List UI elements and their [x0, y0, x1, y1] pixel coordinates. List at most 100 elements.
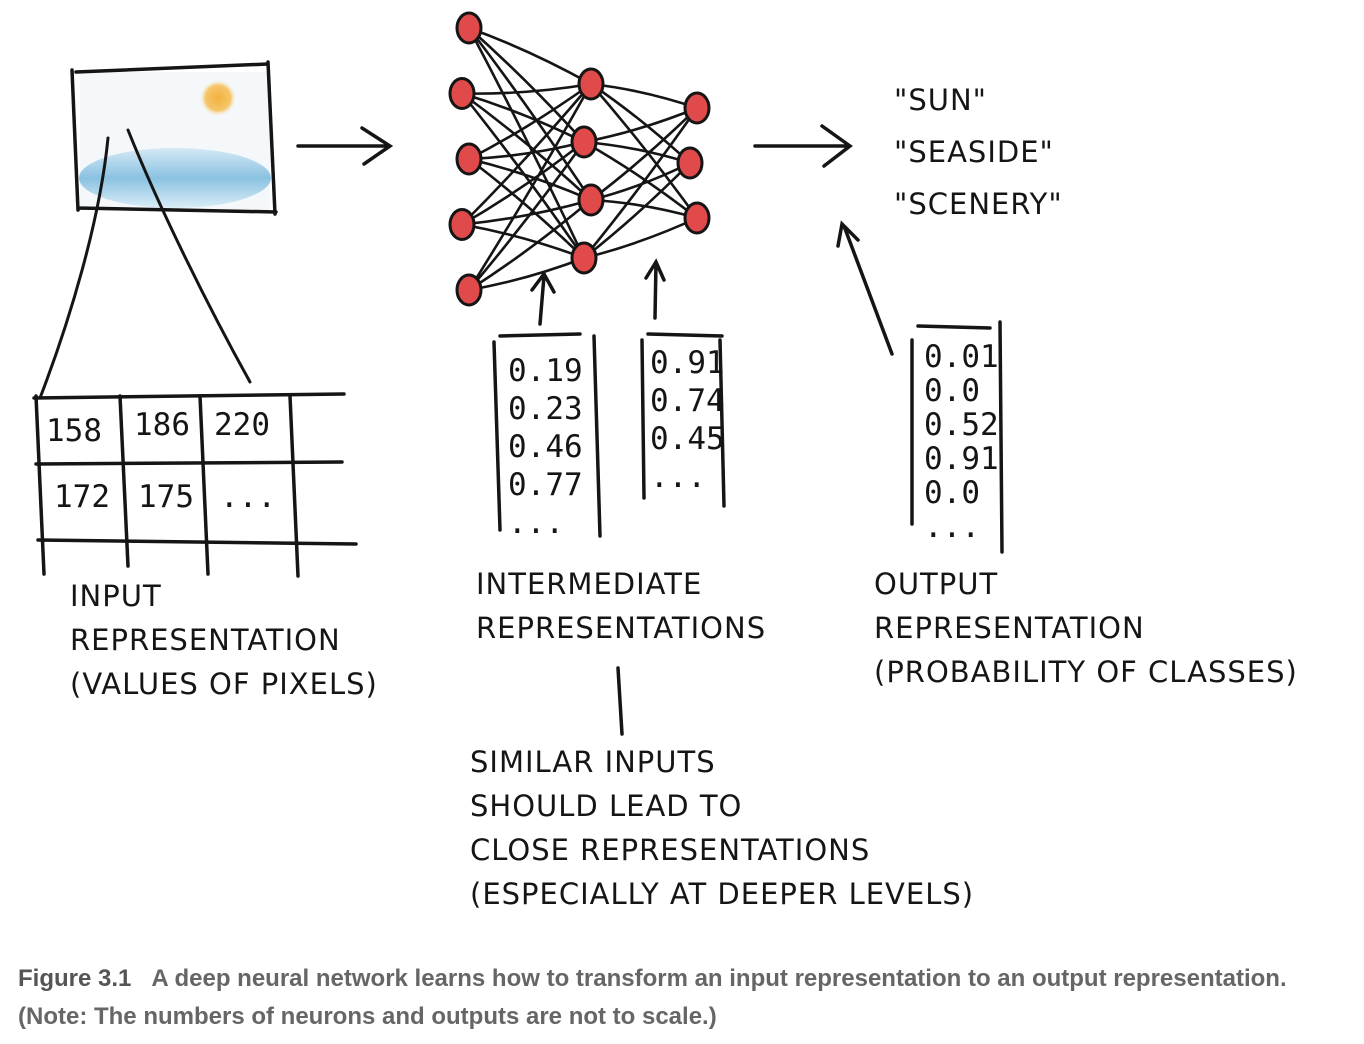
output-column: 0.01 0.0 0.52 0.91 0.0 ...	[924, 342, 999, 546]
class-label: "SEASIDE"	[894, 135, 1054, 169]
network-connection	[582, 106, 699, 260]
pixel-cell: 186	[134, 407, 190, 443]
similarity-note: SIMILAR INPUTS SHOULD LEAD TO CLOSE REPR…	[470, 748, 974, 924]
note-line: SHOULD LEAD TO	[470, 789, 743, 823]
network-connection	[460, 82, 593, 226]
network-connection	[589, 106, 699, 202]
output-value: 0.0	[924, 373, 980, 409]
network-connection	[460, 198, 593, 226]
neuron-layer-3	[683, 201, 711, 235]
network-connection	[467, 198, 593, 292]
label-line: INTERMEDIATE	[476, 567, 703, 601]
projection-line-left	[38, 136, 110, 400]
neuron-layer-1	[448, 77, 476, 110]
intermediate-value: 0.23	[508, 391, 583, 427]
arrow-icon	[753, 124, 853, 168]
network-connection	[467, 140, 586, 292]
sun-icon	[200, 80, 236, 116]
pixel-cell: 220	[214, 407, 270, 443]
label-line: (VALUES OF PIXELS)	[70, 667, 378, 701]
image-sea	[79, 148, 271, 208]
label-line: REPRESENTATION	[874, 611, 1145, 645]
intermediate-column-1: 0.19 0.23 0.46 0.77 ...	[508, 356, 583, 546]
label-line: OUTPUT	[874, 567, 999, 601]
image-frame	[70, 60, 278, 216]
label-line: INPUT	[70, 579, 162, 613]
pixel-cell: 175	[138, 479, 194, 515]
input-image	[70, 60, 278, 216]
neuron-layer-2	[570, 241, 598, 275]
intermediate-value: 0.45	[650, 421, 725, 457]
neuron-layer-1	[455, 273, 483, 307]
neuron-layer-2	[570, 125, 598, 159]
label-line: (PROBABILITY OF CLASSES)	[874, 655, 1298, 689]
neuron-layer-1	[448, 208, 476, 241]
intermediate-value: 0.74	[650, 383, 725, 419]
network-connection	[460, 140, 586, 226]
network-connection	[589, 82, 699, 220]
network-connection	[582, 140, 699, 220]
neuron-layer-1	[455, 11, 483, 45]
network-connection	[467, 26, 593, 202]
network-connection	[467, 26, 586, 260]
arrow-up-icon	[530, 220, 894, 356]
intermediate-column-2: 0.91 0.74 0.45 ...	[650, 348, 725, 500]
intermediate-value: 0.19	[508, 353, 583, 389]
intermediate-value: 0.77	[508, 467, 583, 503]
note-line: CLOSE REPRESENTATIONS	[470, 833, 871, 867]
intermediate-value: 0.46	[508, 429, 583, 465]
pixel-cell: ...	[220, 479, 276, 515]
label-line: REPRESENTATION	[70, 623, 341, 657]
note-line: SIMILAR INPUTS	[470, 745, 716, 779]
arrow-icon	[296, 126, 394, 166]
input-representation-label: INPUT REPRESENTATION (VALUES OF PIXELS)	[70, 582, 378, 714]
network-connection	[460, 92, 593, 202]
intermediate-brackets	[492, 332, 726, 538]
output-representation-label: OUTPUT REPRESENTATION (PROBABILITY OF CL…	[874, 570, 1298, 702]
pixel-table-grid	[32, 392, 358, 578]
neuron-layer-2	[577, 183, 605, 217]
output-value: 0.0	[924, 475, 980, 511]
output-value: ...	[924, 509, 980, 545]
network-connection	[460, 92, 586, 260]
intermediate-value: ...	[508, 505, 564, 541]
pixel-cell: 158	[46, 413, 102, 449]
network-connection	[460, 223, 586, 260]
note-connector-line	[616, 666, 624, 736]
pixel-cell: 172	[54, 479, 110, 515]
network-connection	[467, 157, 586, 260]
neuron-layer-2	[577, 67, 605, 101]
neuron-layer-3	[683, 91, 711, 125]
class-label: "SCENERY"	[894, 187, 1063, 221]
network-connection	[467, 82, 593, 292]
output-value: 0.01	[924, 339, 999, 375]
network-connection	[582, 161, 692, 260]
network-neurons	[448, 11, 711, 307]
caption-text: A deep neural network learns how to tran…	[18, 965, 1287, 1030]
class-labels: "SUN" "SEASIDE" "SCENERY"	[894, 86, 1063, 242]
network-connection	[589, 198, 699, 220]
network-connection	[589, 161, 692, 202]
output-brackets	[910, 320, 1004, 554]
network-connection	[467, 82, 593, 161]
network-connection	[460, 92, 586, 144]
intermediate-value: 0.91	[650, 345, 725, 381]
note-line: (ESPECIALLY AT DEEPER LEVELS)	[470, 877, 975, 911]
neuron-layer-1	[455, 142, 483, 176]
network-connection	[467, 157, 593, 202]
intermediate-representations-label: INTERMEDIATE REPRESENTATIONS	[476, 570, 766, 658]
network-connection	[460, 82, 593, 95]
projection-line-right	[126, 128, 252, 384]
network-connection	[467, 26, 586, 144]
class-label: "SUN"	[894, 83, 988, 117]
intermediate-value: ...	[650, 459, 706, 495]
neuron-layer-3	[676, 146, 704, 180]
network-connection	[467, 26, 593, 86]
output-value: 0.91	[924, 441, 999, 477]
output-value: 0.52	[924, 407, 999, 443]
figure-number: Figure 3.1	[18, 965, 132, 992]
label-line: REPRESENTATIONS	[476, 611, 767, 645]
